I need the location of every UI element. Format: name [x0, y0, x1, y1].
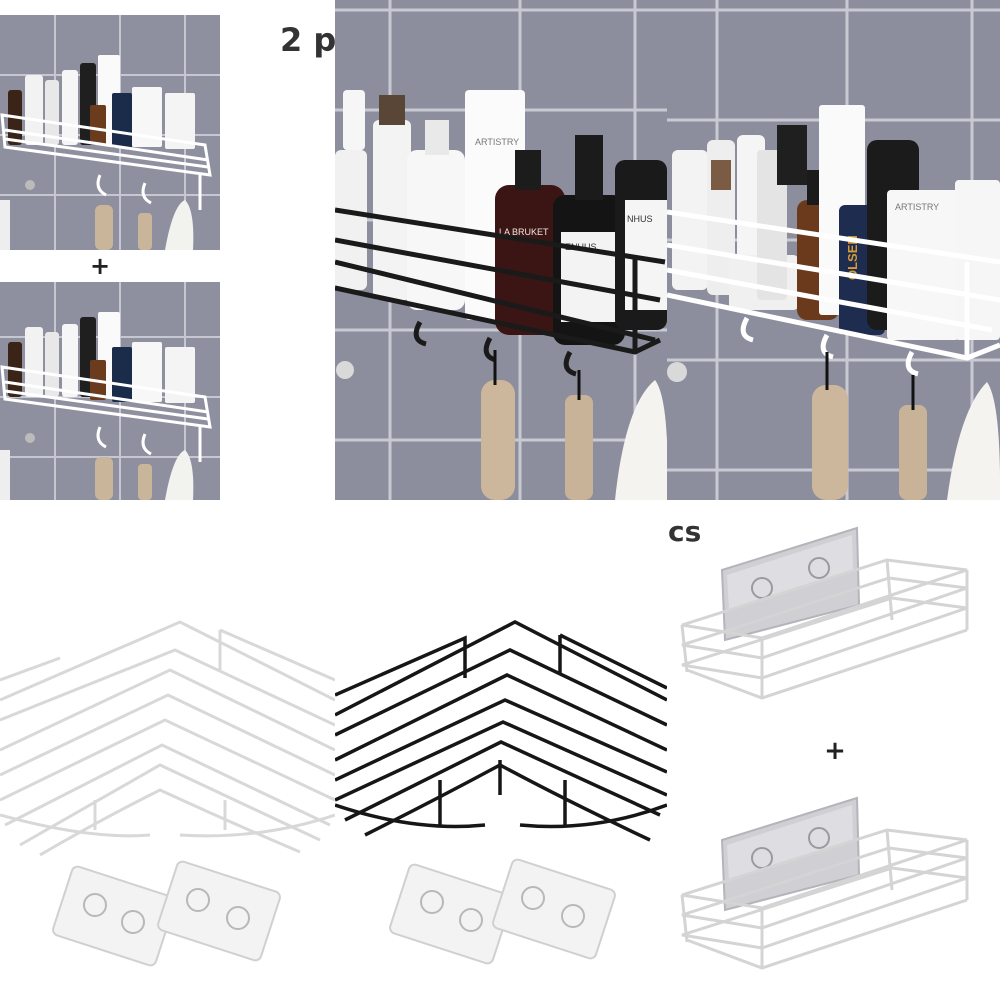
photo-white-shelf-bottom	[0, 282, 220, 500]
adhesive-pad-icon	[52, 865, 176, 967]
label-olsen: OLSEN	[845, 235, 860, 280]
white-rect-shelf-drawing-1	[680, 526, 969, 700]
product-white-rect-shelf-upper	[667, 520, 1000, 720]
black-wire-corner-shelf	[335, 620, 667, 842]
white-wire-shelf	[667, 209, 1000, 377]
white-shelf-scene-large: OLSEN ARTISTRY	[667, 0, 1000, 500]
label-artistry-2: ARTISTRY	[895, 202, 939, 212]
plus-icon-left: +	[89, 252, 111, 280]
label-artistry: ARTISTRY	[475, 137, 519, 147]
white-wire-shelf	[0, 113, 212, 210]
adhesive-pad-icon	[157, 860, 281, 962]
white-wire-shelf	[0, 365, 212, 462]
label-nhus: NHUS	[627, 214, 653, 224]
product-black-corner-shelf	[335, 600, 667, 1000]
white-rect-shelf-drawing-2	[680, 796, 969, 970]
black-wire-shelf	[335, 207, 666, 377]
white-wire-rect-shelf	[680, 558, 969, 700]
white-corner-shelf-drawing	[0, 620, 335, 967]
adhesive-pad-icon	[492, 858, 616, 960]
bottles-group	[8, 55, 195, 149]
product-white-rect-shelf-lower	[667, 790, 1000, 990]
photo-black-shelf: ARTISTRY LA BRUKET ENHUS NHUS	[335, 0, 667, 500]
adhesive-pad-icon	[720, 796, 861, 912]
photo-white-shelf-large: OLSEN ARTISTRY	[667, 0, 1000, 500]
plus-icon-right: +	[824, 736, 846, 766]
white-shelf-scene-small-2	[0, 282, 220, 500]
quantity-caption-mid: cs	[668, 515, 702, 548]
bottles-group: ARTISTRY LA BRUKET ENHUS NHUS	[335, 90, 667, 345]
white-wire-rect-shelf	[680, 828, 969, 970]
white-shelf-scene-small-1	[0, 15, 220, 250]
adhesive-pad-icon	[720, 526, 861, 642]
quantity-caption-top: 2 p	[280, 21, 337, 59]
black-corner-shelf-drawing	[335, 620, 667, 965]
white-wire-corner-shelf	[0, 620, 335, 857]
label-bruket: LA BRUKET	[499, 227, 549, 237]
black-shelf-scene: ARTISTRY LA BRUKET ENHUS NHUS	[335, 0, 667, 500]
product-white-corner-shelf	[0, 600, 335, 1000]
photo-white-shelf-top	[0, 15, 220, 250]
